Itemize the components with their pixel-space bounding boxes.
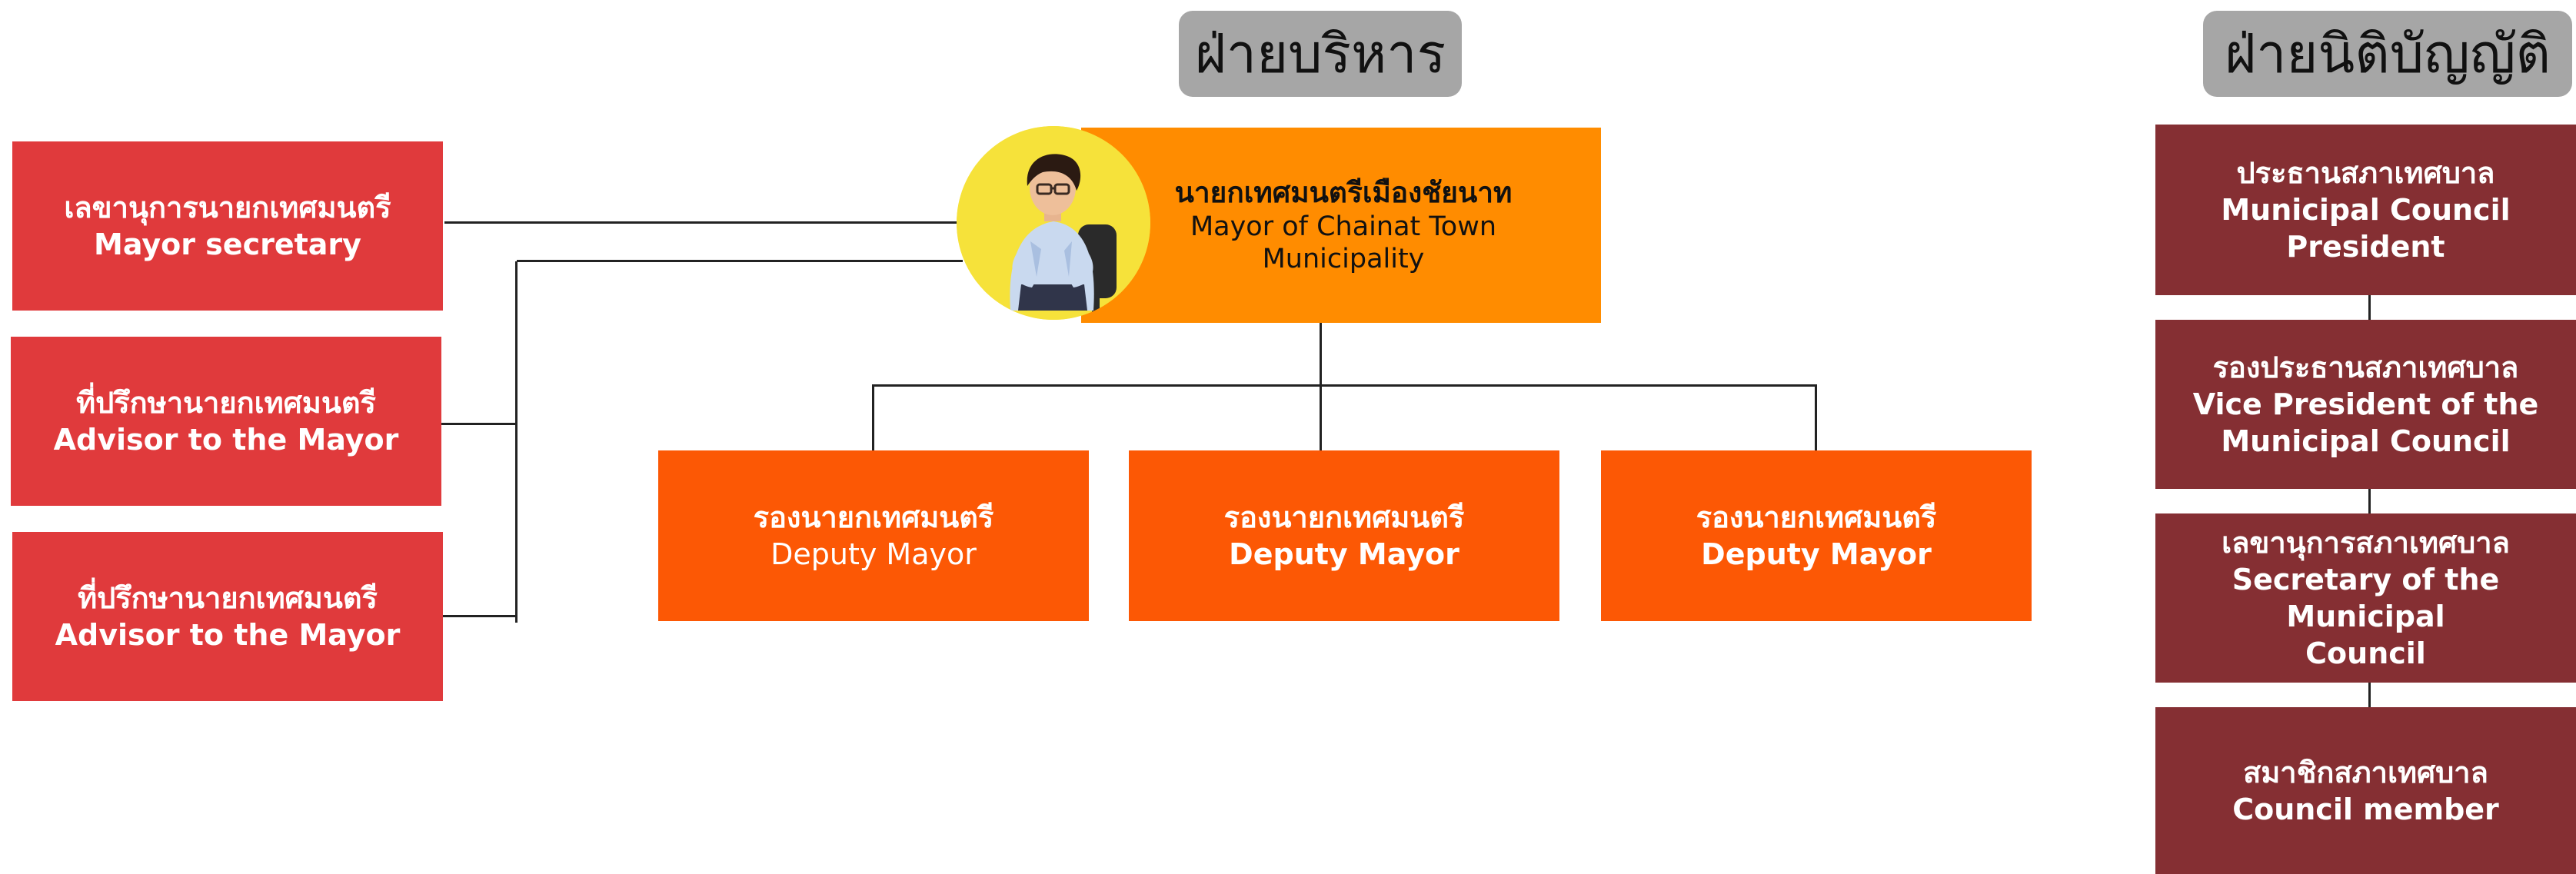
council-secretary-box: เลขานุการสภาเทศบาล Secretary of the Muni…	[2155, 513, 2576, 683]
mayor-secretary-box: เลขานุการนายกเทศมนตรี Mayor secretary	[12, 141, 443, 311]
deputy-mayor-box-3: รองนายกเทศมนตรี Deputy Mayor	[1601, 450, 2032, 621]
box-title-en: Mayor secretary	[94, 228, 361, 261]
connector-deputies-bar	[872, 384, 1816, 387]
deputy-mayor-box-2: รองนายกเทศมนตรี Deputy Mayor	[1129, 450, 1559, 621]
connector-mayor-down	[1320, 323, 1322, 450]
box-title-th: รองนายกเทศมนตรี	[1223, 500, 1465, 534]
box-title-en: Deputy Mayor	[770, 537, 977, 571]
mayor-photo-illustration	[957, 126, 1150, 320]
box-line: รองประธานสภาเทศบาล	[2212, 351, 2519, 384]
mayor-title-th: นายกเทศมนตรีเมืองชัยนาท	[1174, 176, 1513, 209]
box-title-th: รองนายกเทศมนตรี	[1696, 500, 1937, 534]
box-line: Vice President of the	[2192, 387, 2539, 421]
connector-deputy-3	[1815, 384, 1817, 450]
mayor-label: นายกเทศมนตรีเมืองชัยนาท Mayor of Chainat…	[1147, 128, 1539, 323]
box-line: Municipal Council	[2221, 193, 2511, 227]
connector-advisor-2	[441, 615, 517, 617]
box-line: President	[2286, 230, 2445, 264]
connector-council-1	[2368, 295, 2371, 320]
box-title-en: Deputy Mayor	[1701, 537, 1932, 571]
box-title-th: ที่ปรึกษานายกเทศมนตรี	[78, 581, 378, 615]
connector-advisors-spine	[515, 261, 518, 623]
box-title-th: ที่ปรึกษานายกเทศมนตรี	[76, 386, 376, 420]
advisor-box-2: ที่ปรึกษานายกเทศมนตรี Advisor to the May…	[12, 532, 443, 701]
connector-advisors-top	[517, 260, 963, 262]
deputy-mayor-box-1: รองนายกเทศมนตรี Deputy Mayor	[658, 450, 1089, 621]
connector-council-2	[2368, 489, 2371, 513]
connector-deputy-1	[872, 384, 874, 450]
box-title-th: รองนายกเทศมนตรี	[753, 500, 994, 534]
connector-secretary	[444, 221, 958, 224]
connector-advisor-1	[441, 423, 517, 425]
box-line: เลขานุการสภาเทศบาล	[2222, 526, 2510, 560]
box-line: สมาชิกสภาเทศบาล	[2243, 755, 2488, 789]
box-line: Municipal Council	[2221, 424, 2511, 458]
connector-council-3	[2368, 683, 2371, 707]
legislative-header: ฝ่ายนิติบัญญัติ	[2203, 11, 2572, 97]
council-president-box: ประธานสภาเทศบาล Municipal Council Presid…	[2155, 125, 2576, 295]
council-vice-president-box: รองประธานสภาเทศบาล Vice President of the…	[2155, 320, 2576, 489]
box-title-en: Advisor to the Mayor	[55, 618, 401, 652]
mayor-title-en-line2: Municipality	[1262, 244, 1425, 274]
box-line: Council	[2305, 636, 2426, 670]
mayor-box	[1081, 128, 1601, 323]
box-line: Secretary of the Municipal	[2232, 563, 2500, 633]
mayor-portrait	[957, 126, 1150, 320]
advisor-box-1: ที่ปรึกษานายกเทศมนตรี Advisor to the May…	[11, 337, 441, 506]
box-title-en: Deputy Mayor	[1229, 537, 1459, 571]
box-line: ประธานสภาเทศบาล	[2236, 156, 2495, 190]
mayor-title-en-line1: Mayor of Chainat Town	[1190, 211, 1497, 242]
council-member-box: สมาชิกสภาเทศบาล Council member	[2155, 707, 2576, 874]
box-title-en: Advisor to the Mayor	[53, 423, 399, 457]
executive-header: ฝ่ายบริหาร	[1179, 11, 1462, 97]
box-title-th: เลขานุการนายกเทศมนตรี	[64, 191, 391, 224]
box-line: Council member	[2232, 792, 2499, 826]
